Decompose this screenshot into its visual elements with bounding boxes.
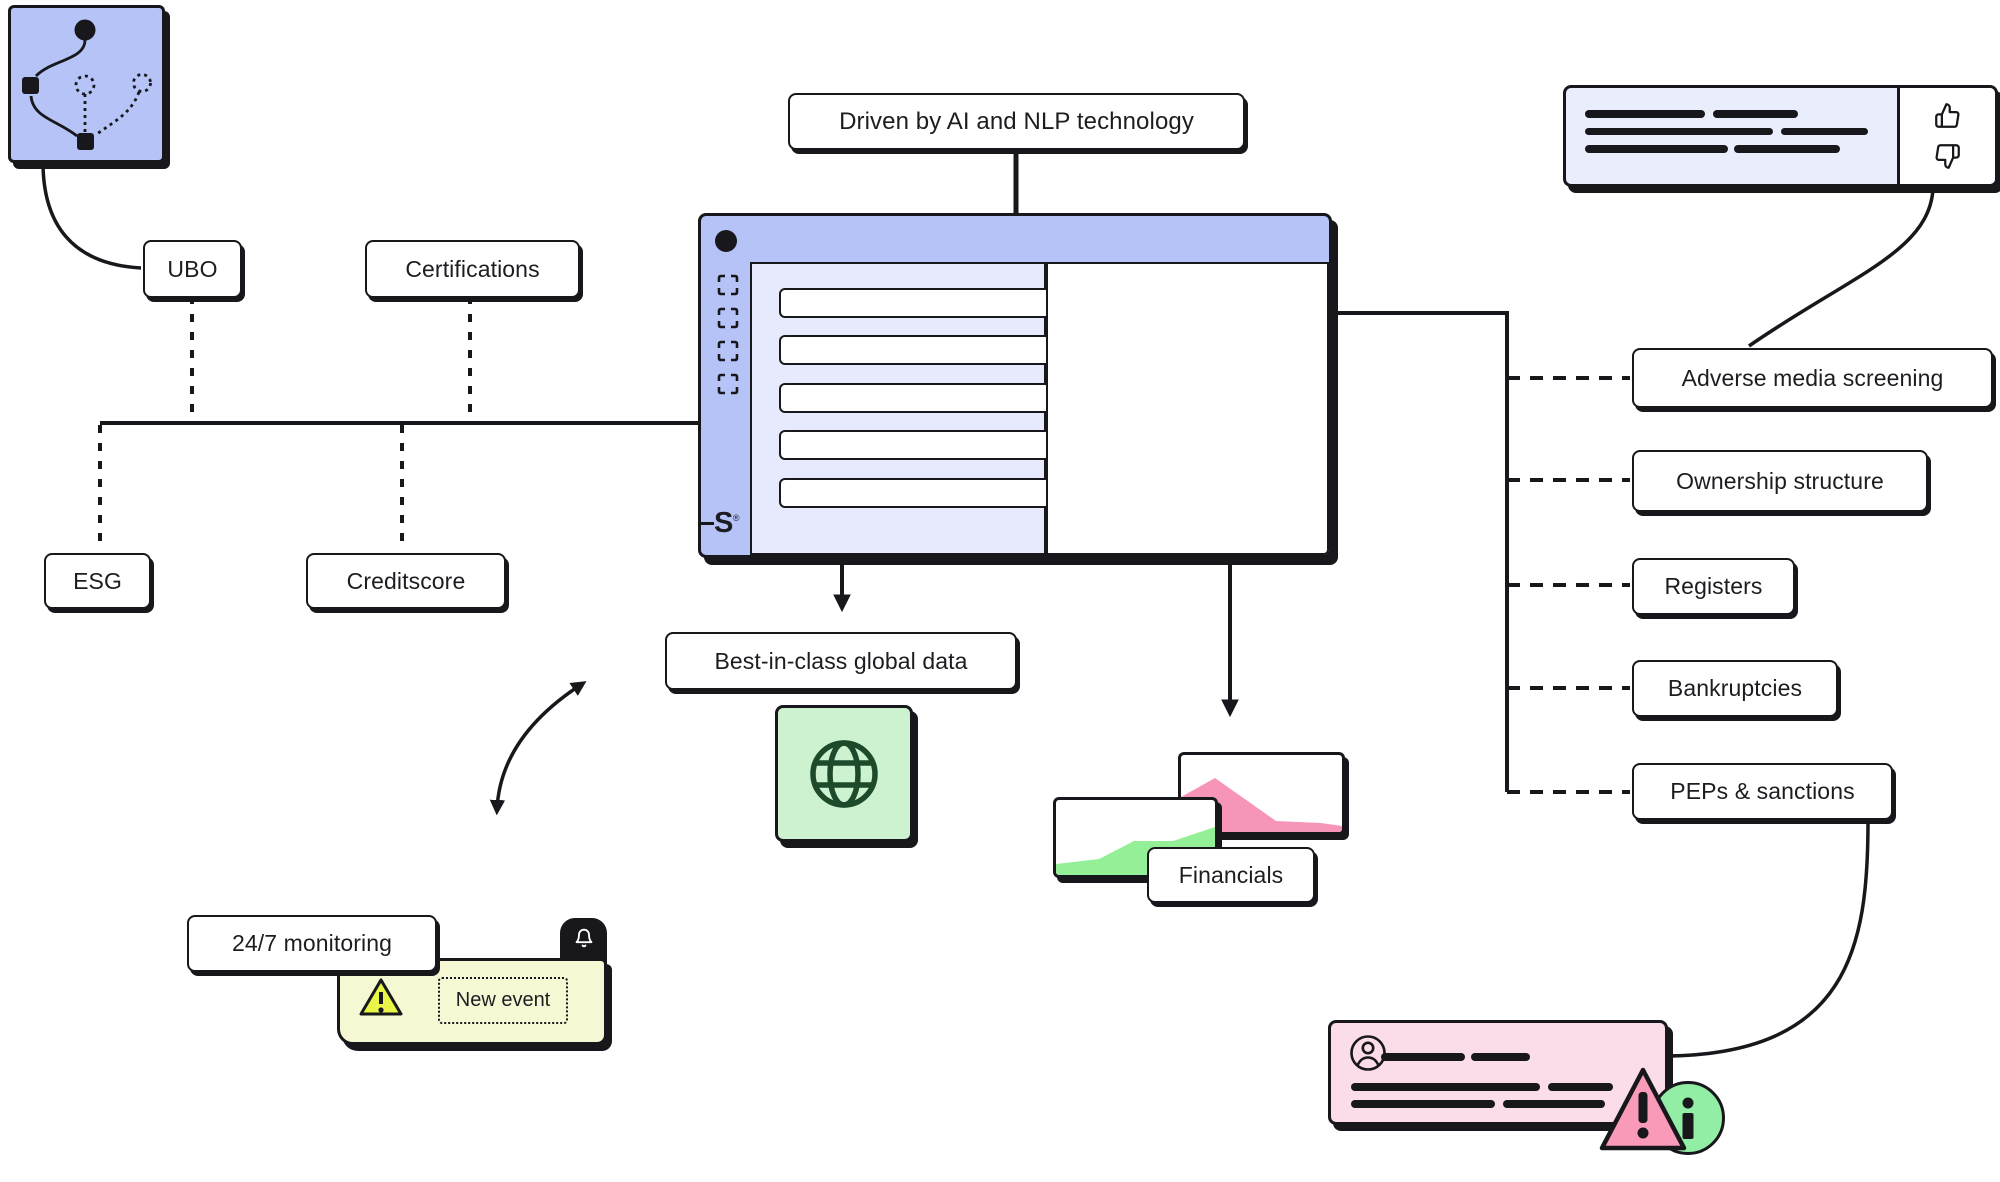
node-monitoring: 24/7 monitoring: [187, 915, 437, 972]
badge-label: New event: [455, 989, 551, 1011]
warning-icon: [359, 978, 403, 1016]
review-card: [1563, 85, 1998, 187]
globe-icon: [810, 739, 878, 808]
node-ubo: UBO: [143, 240, 242, 298]
org-chart-card: [8, 5, 165, 163]
result-row: [779, 478, 1051, 508]
pink-area-chart: [1181, 778, 1342, 832]
result-row: [779, 383, 1051, 413]
scan-frame-icon: [717, 373, 739, 395]
node-ownership-structure: Ownership structure: [1632, 450, 1928, 512]
org-chart-icon: [22, 19, 152, 150]
text-line: [1381, 1053, 1465, 1061]
text-line: [1734, 145, 1840, 153]
text-line: [1781, 127, 1868, 135]
text-line: [1585, 127, 1773, 135]
platform-window: S®: [698, 213, 1332, 558]
vote-panel: [1897, 88, 1995, 184]
node-label: Certifications: [405, 255, 540, 282]
scan-frame-icon: [717, 307, 739, 329]
node-label: Ownership structure: [1676, 467, 1884, 494]
scan-frame-icon: [717, 340, 739, 362]
window-dot-icon: [715, 230, 737, 252]
node-best-in-class-global-data: Best-in-class global data: [665, 632, 1017, 690]
node-adverse-media-screening: Adverse media screening: [1632, 348, 1993, 408]
alert-card: [1328, 1020, 1668, 1125]
node-esg: ESG: [44, 553, 151, 609]
node-label: Bankruptcies: [1667, 675, 1803, 701]
text-line: [1471, 1053, 1530, 1061]
wire-review-to-adverse: [1748, 188, 1935, 348]
result-row: [779, 335, 1051, 365]
wire-peps-to-alert: [1661, 820, 1870, 1058]
financial-chart-card-pink: [1178, 752, 1345, 835]
arrow-best-monitoring-link: [489, 681, 587, 816]
node-label: PEPs & sanctions: [1670, 778, 1855, 804]
scan-frame-icon: [717, 274, 739, 296]
text-line: [1548, 1083, 1613, 1091]
node-label: Adverse media screening: [1681, 364, 1944, 391]
new-event-badge: New event: [438, 977, 568, 1024]
monitoring-card: New event: [337, 958, 607, 1045]
info-icon: [1682, 1097, 1694, 1139]
node-label: Driven by AI and NLP technology: [839, 107, 1194, 135]
node-driven-by-ai: Driven by AI and NLP technology: [788, 93, 1245, 150]
node-label: Best-in-class global data: [714, 647, 968, 674]
brand-logo: S®: [701, 509, 739, 538]
node-bankruptcies: Bankruptcies: [1632, 660, 1838, 717]
result-row: [779, 288, 1051, 318]
text-line: [1585, 110, 1705, 118]
bell-icon: [575, 928, 592, 948]
node-label: UBO: [167, 255, 218, 282]
wire-orgchart-to-ubo: [41, 161, 142, 270]
node-label: 24/7 monitoring: [231, 930, 393, 956]
node-registers: Registers: [1632, 558, 1795, 615]
thumbs-up-icon: [1935, 103, 1960, 128]
text-line: [1503, 1100, 1605, 1108]
global-data-card: [775, 705, 913, 842]
result-row: [779, 430, 1051, 460]
warning-icon: [1599, 1067, 1687, 1151]
logo-letter: S: [714, 507, 733, 539]
logo-dash: [701, 521, 714, 526]
node-certifications: Certifications: [365, 240, 580, 298]
text-line: [1351, 1100, 1495, 1108]
node-creditscore: Creditscore: [306, 553, 506, 609]
registered-mark: ®: [732, 512, 740, 523]
node-peps-sanctions: PEPs & sanctions: [1632, 763, 1893, 820]
text-line: [1351, 1083, 1540, 1091]
node-label: Registers: [1664, 573, 1763, 599]
node-label: ESG: [73, 567, 122, 594]
thumbs-down-icon: [1935, 144, 1960, 169]
text-line: [1713, 110, 1798, 118]
node-financials: Financials: [1147, 847, 1315, 903]
wire-screening-trunk: [1330, 311, 1509, 792]
user-icon: [1350, 1035, 1386, 1071]
window-detail-panel: [1046, 262, 1329, 555]
node-label: Creditscore: [346, 567, 466, 594]
node-label: Financials: [1178, 861, 1284, 888]
text-line: [1585, 145, 1728, 153]
